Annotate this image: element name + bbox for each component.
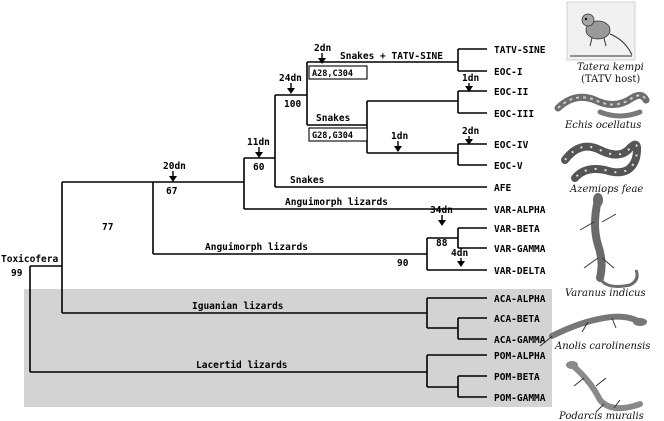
echis-snake-illustration xyxy=(554,91,650,119)
clade-label-snakes-inner: Snakes xyxy=(316,113,350,124)
clade-labels: Snakes + TATV-SINE Snakes Snakes Anguimo… xyxy=(1,51,443,371)
leaf-aca-beta: ACA-BETA xyxy=(494,314,540,325)
caption-anolis: Anolis carolinensis xyxy=(554,341,650,352)
caption-podarcis: Podarcis muralis xyxy=(558,411,644,421)
dup-2dn-eoc45: 2dn xyxy=(462,126,479,145)
support-88: 88 xyxy=(436,238,448,249)
svg-text:2dn: 2dn xyxy=(462,126,479,137)
tree-branches xyxy=(29,48,487,398)
leaf-eoc-iii: EOC-III xyxy=(494,109,534,120)
leaf-pom-gamma: POM-GAMMA xyxy=(494,393,546,404)
svg-text:2dn: 2dn xyxy=(314,43,331,54)
clade-label-snakes-tatv: Snakes + TATV-SINE xyxy=(340,51,443,62)
clade-label-iguanian: Iguanian lizards xyxy=(192,301,284,312)
svg-text:34dn: 34dn xyxy=(430,205,453,216)
svg-text:11dn: 11dn xyxy=(247,137,270,148)
caption-tatera-note: (TATV host) xyxy=(581,74,640,85)
anolis-lizard-illustration xyxy=(539,313,647,347)
leaf-var-alpha: VAR-ALPHA xyxy=(494,205,546,216)
svg-text:G28,G304: G28,G304 xyxy=(312,131,353,141)
svg-text:A28,C304: A28,C304 xyxy=(312,69,353,79)
dup-24dn: 24dn xyxy=(279,73,302,94)
shaded-region xyxy=(24,289,552,407)
leaf-aca-alpha: ACA-ALPHA xyxy=(494,294,546,305)
leaf-aca-gamma: ACA-GAMMA xyxy=(494,335,546,346)
leaf-tatv-sine: TATV-SINE xyxy=(494,45,546,56)
support-99: 99 xyxy=(11,268,23,279)
support-77: 77 xyxy=(102,222,113,233)
support-67: 67 xyxy=(166,186,177,197)
leaf-pom-beta: POM-BETA xyxy=(494,372,540,383)
leaf-eoc-v: EOC-V xyxy=(494,161,523,172)
podarcis-lizard-illustration xyxy=(566,361,643,413)
gerbil-illustration xyxy=(566,1,636,61)
dup-1dn-eoc23: 1dn xyxy=(462,73,479,92)
dup-4dn: 4dn xyxy=(451,248,468,267)
clade-label-anguimorph-1: Anguimorph lizards xyxy=(285,197,388,208)
leaf-var-beta: VAR-BETA xyxy=(494,224,540,235)
svg-text:20dn: 20dn xyxy=(163,161,186,172)
substitution-box-1: A28,C304 xyxy=(308,65,368,80)
leaf-eoc-i: EOC-I xyxy=(494,67,523,78)
support-90: 90 xyxy=(397,258,409,269)
support-values: 100 60 67 77 88 90 99 xyxy=(11,99,448,279)
leaf-afe: AFE xyxy=(494,183,511,194)
dup-2dn-top: 2dn xyxy=(314,43,331,64)
azemiops-snake-illustration xyxy=(561,140,642,182)
dup-34dn: 34dn xyxy=(430,205,453,226)
clade-label-snakes-afe: Snakes xyxy=(290,175,324,186)
clade-label-anguimorph-2: Anguimorph lizards xyxy=(205,242,308,253)
leaf-var-gamma: VAR-GAMMA xyxy=(494,244,546,255)
caption-echis: Echis ocellatus xyxy=(564,120,641,131)
svg-text:1dn: 1dn xyxy=(462,73,479,84)
support-60: 60 xyxy=(253,162,265,173)
caption-varanus: Varanus indicus xyxy=(565,288,646,299)
svg-text:1dn: 1dn xyxy=(391,131,408,142)
dup-20dn: 20dn xyxy=(163,161,186,182)
leaf-eoc-iv: EOC-IV xyxy=(494,140,529,151)
svg-text:24dn: 24dn xyxy=(279,73,302,84)
clade-label-lacertid: Lacertid lizards xyxy=(196,360,288,371)
leaf-var-delta: VAR-DELTA xyxy=(494,266,546,277)
support-100: 100 xyxy=(284,99,301,110)
dup-1dn-eoc45: 1dn xyxy=(391,131,408,152)
substitution-box-2: G28,G304 xyxy=(308,127,368,142)
dup-11dn: 11dn xyxy=(247,137,270,158)
duplication-markers: 2dn 24dn 11dn 20dn 1dn 1dn 2dn 34dn xyxy=(163,43,479,267)
caption-tatera: Tatera kempi xyxy=(577,62,644,73)
caption-azemiops: Azemiops feae xyxy=(569,184,643,195)
leaf-pom-alpha: POM-ALPHA xyxy=(494,351,546,362)
clade-label-toxicofera: Toxicofera xyxy=(1,254,58,265)
leaf-labels: TATV-SINE EOC-I EOC-II EOC-III EOC-IV EO… xyxy=(494,45,546,404)
svg-text:4dn: 4dn xyxy=(451,248,468,259)
varanus-lizard-illustration xyxy=(579,193,639,288)
leaf-eoc-ii: EOC-II xyxy=(494,87,528,98)
